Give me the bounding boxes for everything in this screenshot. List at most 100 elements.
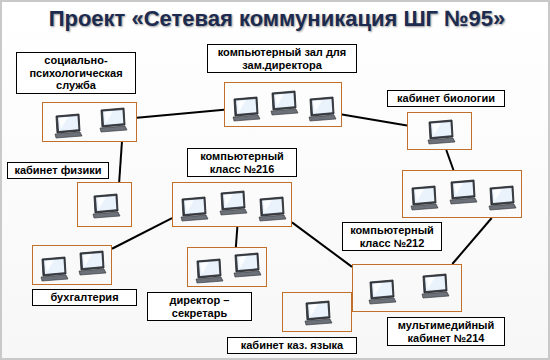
room-label: компьютерный класс №216 [187, 148, 297, 177]
computer-part [100, 126, 127, 132]
computer-part [55, 132, 82, 138]
computer-part [185, 200, 194, 212]
room-node: кабинет биологии [387, 90, 505, 150]
computer-part [45, 260, 54, 272]
network-link [112, 218, 172, 249]
computer [39, 256, 69, 286]
computer-icon [77, 250, 107, 276]
room-node: компьютерный класс №216 [172, 148, 297, 227]
room-label: мультимедийный кабинет №214 [387, 317, 505, 346]
computer [179, 196, 209, 226]
room-label: социально-психологическая служба [16, 52, 136, 94]
computer-part [83, 254, 92, 266]
computer-part [428, 138, 455, 144]
computer-icon [231, 96, 261, 122]
computer-icon [448, 179, 478, 205]
computer-part [220, 209, 247, 215]
computer [77, 250, 107, 280]
computer-group [224, 82, 342, 127]
computer-part [96, 196, 116, 211]
label-text: директор – секретарь [151, 294, 248, 319]
computer-part [42, 257, 66, 276]
computer [257, 196, 287, 226]
computer-part [237, 100, 246, 112]
label-text: социально-психологическая служба [20, 54, 132, 92]
computer-group [352, 264, 462, 312]
computer-part [56, 114, 80, 133]
room-label: компьютерный класс №212 [342, 222, 442, 251]
computer-part [59, 117, 68, 129]
computer [53, 113, 83, 143]
network-link [342, 114, 407, 125]
computer-part [309, 304, 318, 316]
computer-part [429, 120, 453, 139]
computer [98, 107, 128, 137]
computer-part [101, 108, 125, 127]
label-text: бухгалтерия [36, 291, 133, 304]
label-text: мультимедийный кабинет №214 [391, 319, 501, 344]
computer-icon [409, 185, 439, 211]
computer [448, 179, 478, 209]
title: Проект «Сетевая коммуникация ШГ №95» [2, 6, 550, 32]
computer-part [414, 188, 434, 203]
computer-part [233, 115, 260, 121]
computer-part [260, 197, 284, 216]
room-node: социально-психологическая служба [16, 52, 137, 142]
computer-group [32, 245, 112, 285]
computer-part [422, 292, 449, 298]
computer-part [372, 282, 392, 297]
computer-icon [303, 300, 333, 326]
computer [420, 273, 450, 303]
computer-group [402, 170, 522, 218]
computer-part [236, 99, 256, 114]
room-node: компьютерный зал для зам.директора [207, 44, 357, 127]
computer-group [187, 247, 267, 287]
computer-part [274, 93, 294, 108]
computer-icon [194, 258, 224, 284]
computer-part [369, 298, 396, 304]
computer-part [411, 204, 438, 210]
computer-part [263, 200, 272, 212]
room-label: кабинет биологии [387, 90, 505, 107]
computer-part [223, 193, 243, 208]
room-node: бухгалтерия [32, 245, 137, 306]
computer-icon [39, 256, 69, 282]
computer-part [412, 186, 436, 205]
computer-group [42, 102, 137, 142]
label-text: компьютерный класс №216 [191, 150, 293, 175]
computer [231, 96, 261, 126]
computer-part [234, 97, 258, 116]
computer-group [282, 292, 352, 332]
computer-part [94, 194, 118, 213]
computer-part [199, 261, 219, 276]
computer-part [451, 180, 475, 199]
computer [218, 190, 248, 220]
computer-part [272, 91, 296, 110]
computer-part [184, 199, 204, 214]
computer-part [489, 204, 516, 210]
computer-part [259, 215, 286, 221]
computer-part [200, 262, 209, 274]
network-link [137, 110, 224, 118]
computer-part [221, 191, 245, 210]
computer-part [58, 116, 78, 131]
computer-part [415, 189, 424, 201]
room-label: бухгалтерия [32, 289, 137, 306]
computer-part [103, 110, 123, 125]
computer-part [313, 100, 322, 112]
computer-icon [257, 196, 287, 222]
computer-part [423, 274, 447, 293]
computer-group [172, 182, 292, 227]
computer-part [373, 283, 382, 295]
computer [307, 96, 337, 126]
computer-part [234, 271, 261, 277]
computer-icon [91, 193, 121, 219]
computer-part [312, 99, 332, 114]
computer-part [197, 259, 221, 278]
computer [409, 185, 439, 215]
computer-part [271, 109, 298, 115]
computer-icon [420, 273, 450, 299]
computer-part [224, 194, 233, 206]
room-label: кабинет каз. языка [227, 337, 357, 354]
